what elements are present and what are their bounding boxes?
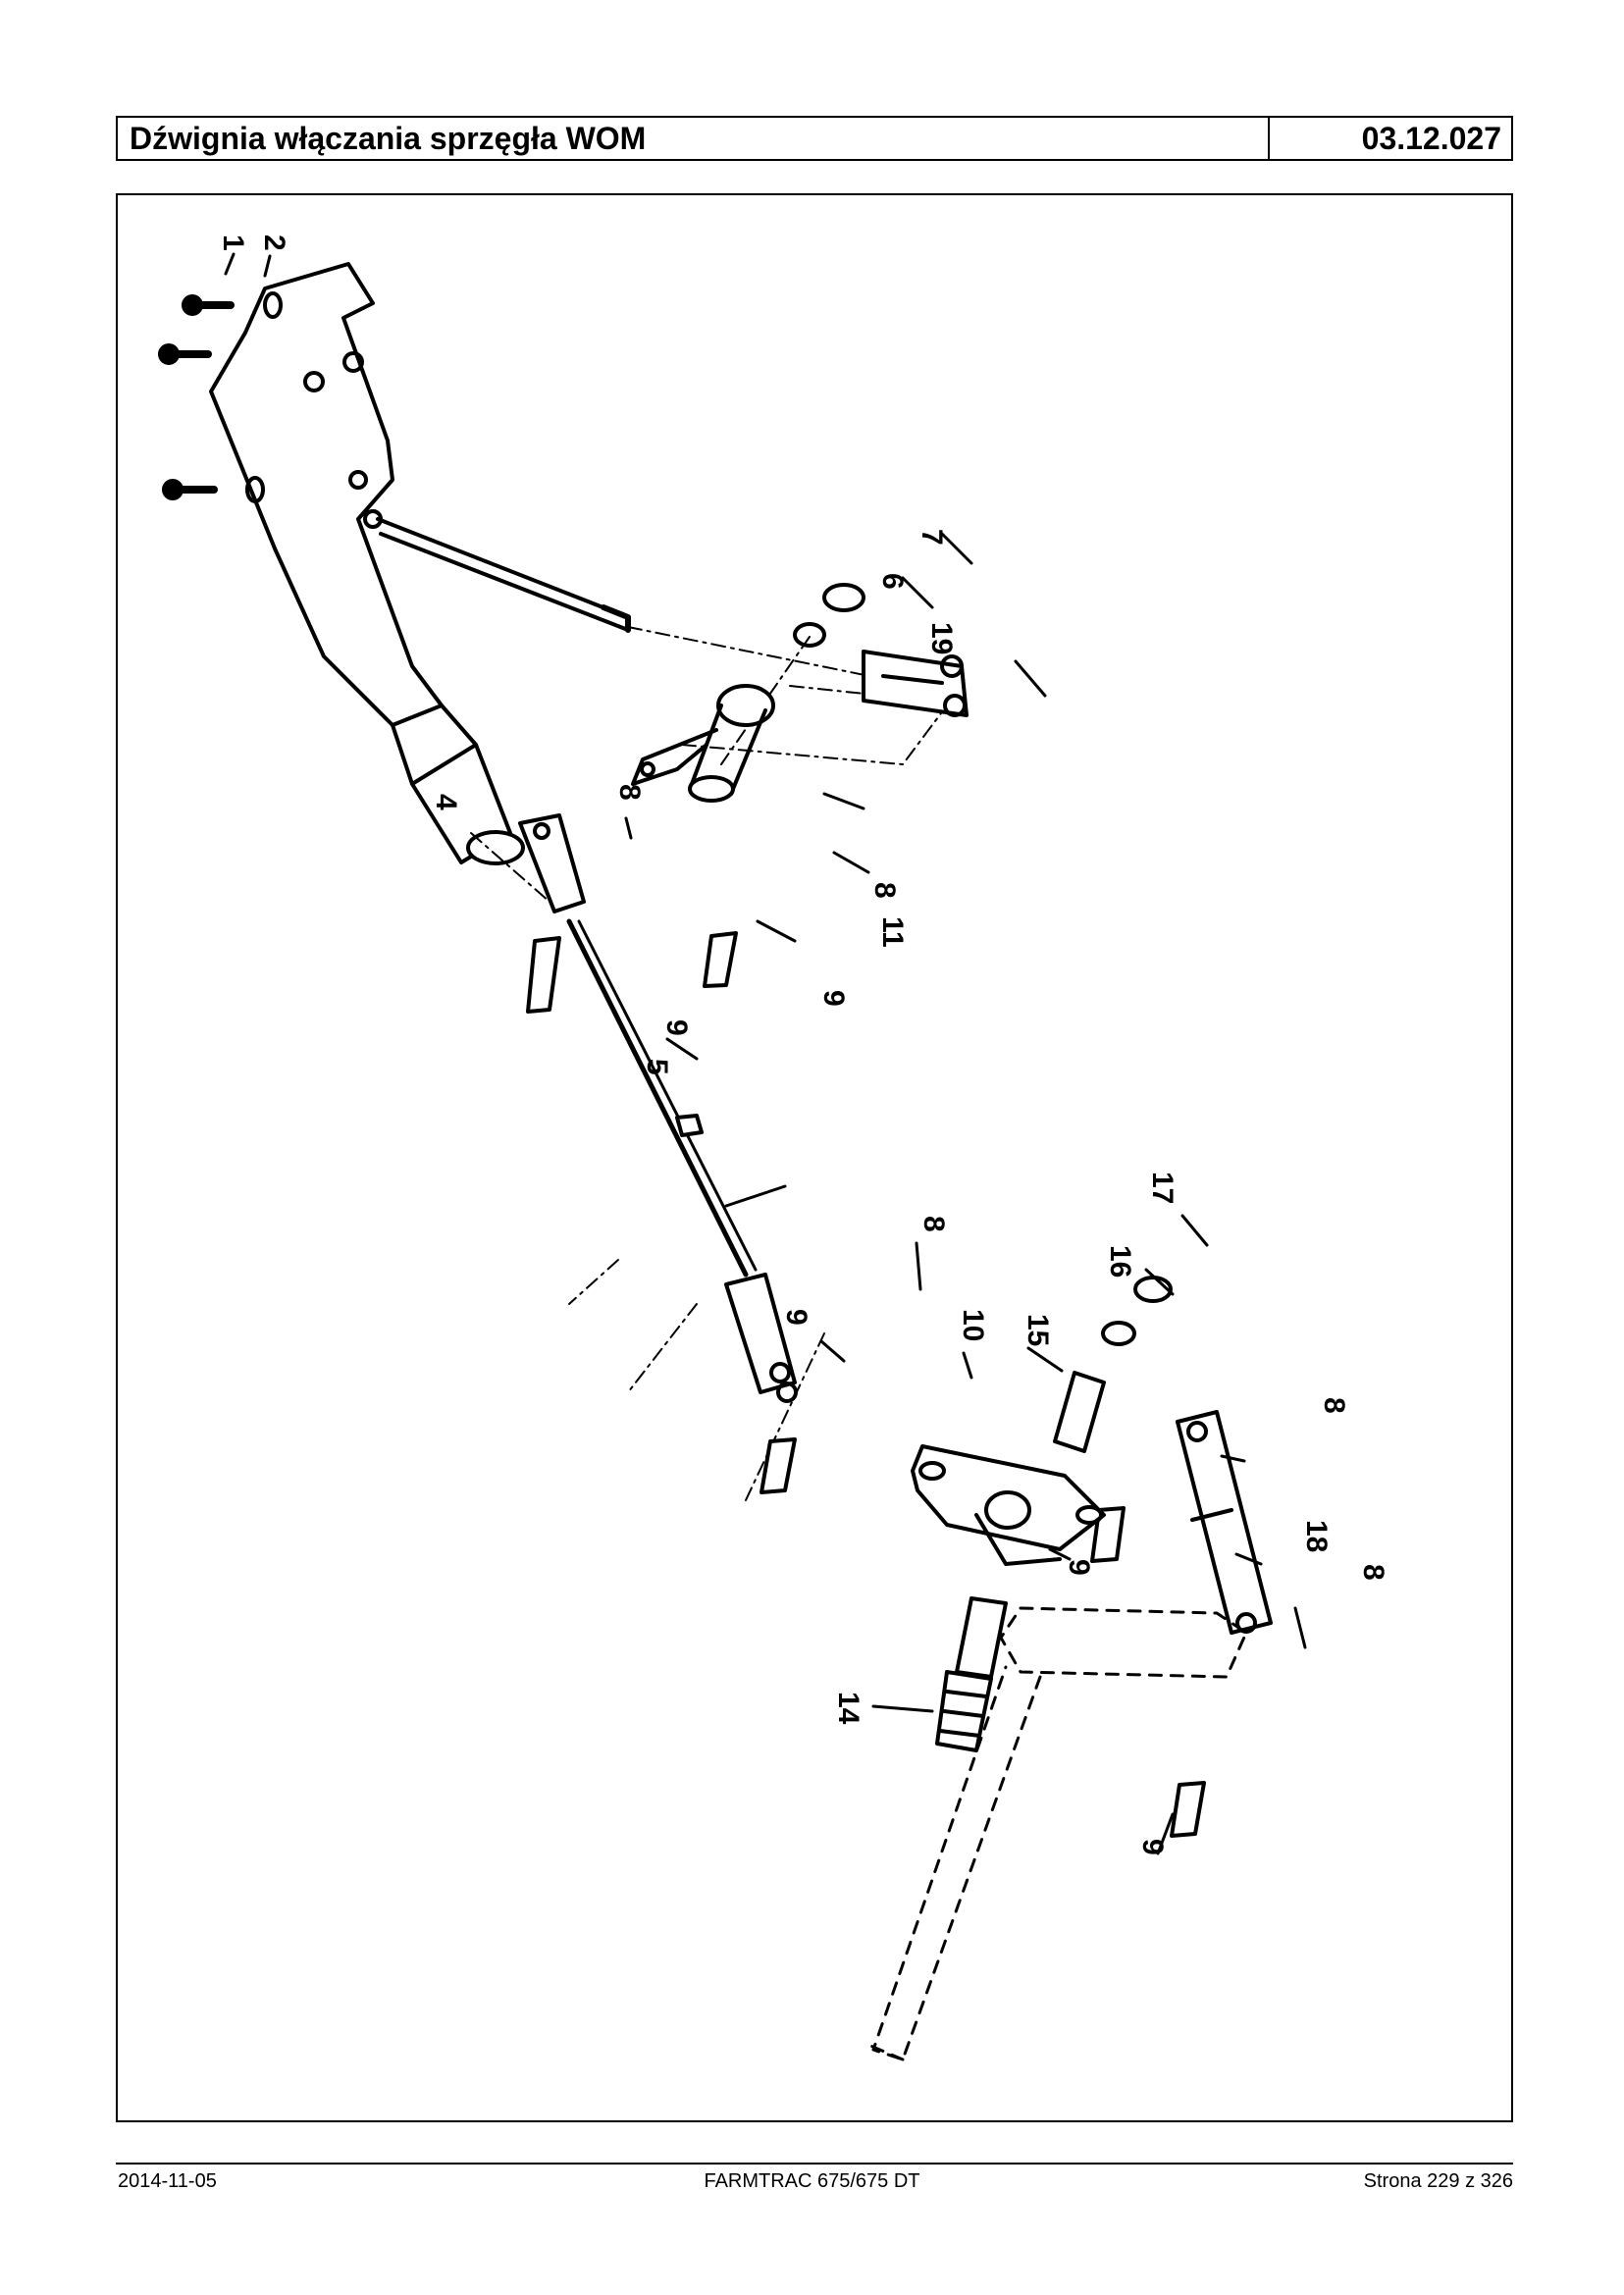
washer-7 — [822, 583, 865, 612]
callout-leaders — [224, 252, 1307, 1855]
callout-7: 7 — [916, 529, 948, 546]
sleeve-15 — [1053, 1371, 1106, 1453]
shaft-14 — [935, 1596, 1008, 1752]
lever-10 — [911, 1444, 1106, 1566]
callout-10: 10 — [957, 1309, 989, 1341]
clutch-lever — [209, 262, 631, 865]
bell-crank-11 — [631, 684, 775, 803]
washer-16 — [1101, 1321, 1136, 1346]
page-title: Dźwignia włączania sprzęgła WOM — [118, 118, 1270, 159]
callout-17: 17 — [1146, 1172, 1179, 1204]
callout-8d: 8 — [1318, 1397, 1350, 1414]
callout-8a: 8 — [613, 784, 646, 801]
callout-8c: 8 — [917, 1216, 950, 1232]
callout-5: 5 — [641, 1059, 673, 1075]
callout-1: 1 — [217, 235, 249, 251]
footer-divider — [116, 2163, 1513, 2165]
callout-18: 18 — [1300, 1520, 1333, 1552]
header-bar: Dźwignia włączania sprzęgła WOM 03.12.02… — [116, 116, 1513, 161]
callout-4: 4 — [430, 794, 462, 810]
link-rod-5 — [518, 813, 798, 1403]
callout-15: 15 — [1022, 1314, 1054, 1346]
callout-14: 14 — [832, 1692, 864, 1725]
diagram-frame: 1 2 4 5 6 7 8 8 8 8 8 9 9 9 9 9 10 11 14… — [116, 193, 1513, 2122]
callout-9c: 9 — [780, 1309, 812, 1326]
clevis-18 — [1176, 1410, 1273, 1635]
callout-8b: 8 — [868, 882, 901, 899]
footer-date: 2014-11-05 — [118, 2170, 217, 2192]
footer-model: FARMTRAC 675/675 DT — [704, 2170, 920, 2192]
callout-9d: 9 — [1063, 1559, 1095, 1576]
pins-9 — [526, 931, 1206, 1838]
callout-9a: 9 — [660, 1019, 693, 1036]
callout-9b: 9 — [817, 990, 850, 1007]
bolt-set — [158, 291, 283, 503]
part-code: 03.12.027 — [1361, 120, 1501, 156]
pedal-outline — [866, 1606, 1248, 2061]
callout-numbers: 1 2 4 5 6 7 8 8 8 8 8 9 9 9 9 9 10 11 14… — [217, 235, 1389, 1855]
footer-page-number: Strona 229 z 326 — [1363, 2170, 1513, 2192]
assembly-lines — [470, 626, 963, 1501]
callout-9e: 9 — [1136, 1839, 1169, 1855]
callout-16: 16 — [1104, 1245, 1136, 1278]
exploded-parts-diagram: 1 2 4 5 6 7 8 8 8 8 8 9 9 9 9 9 10 11 14… — [158, 235, 1389, 2061]
clevis-19 — [862, 650, 969, 717]
callout-11: 11 — [876, 916, 909, 948]
callout-19: 19 — [925, 622, 958, 654]
washer-6 — [793, 622, 826, 648]
callout-8e: 8 — [1357, 1564, 1389, 1581]
callout-6: 6 — [876, 573, 909, 590]
callout-2: 2 — [258, 235, 290, 251]
